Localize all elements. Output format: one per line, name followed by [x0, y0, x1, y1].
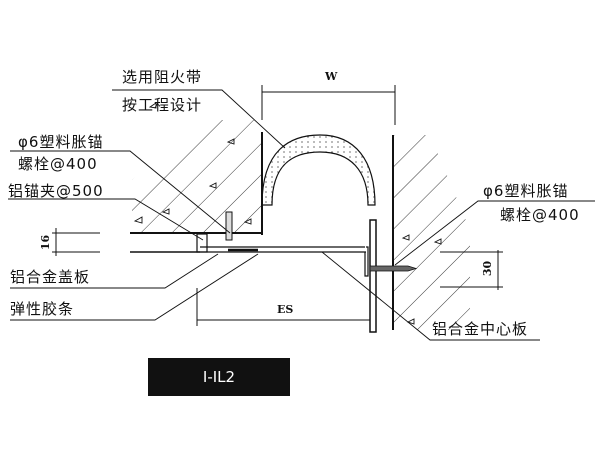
leader-cover-plate [10, 253, 219, 289]
leader-fire-belt [112, 89, 286, 149]
anchor-right-label-1: φ6塑料胀锚 [483, 182, 569, 200]
cover-plate-label: 铝合金盖板 [10, 268, 91, 286]
left-anchor-bolt [225, 211, 233, 241]
drawing-code-label: I-IL2 [148, 358, 290, 396]
center-plate [369, 219, 377, 333]
leader-center-plate [321, 251, 540, 341]
rubber-strip-label: 弹性胶条 [10, 300, 75, 318]
aluminum-clip [196, 233, 208, 253]
dimension-w: W [325, 70, 338, 83]
left-concrete-hatch [132, 120, 262, 233]
dimension-16: 16 [39, 234, 53, 251]
dimension-es: ES [277, 303, 294, 316]
anchor-left-label-2: 螺栓@400 [18, 155, 98, 173]
center-plate-label: 铝合金中心板 [432, 320, 529, 338]
leader-rubber-strip [10, 253, 259, 321]
anchor-right-label-2: 螺栓@400 [500, 206, 580, 224]
fire-belt-label-1: 选用阻火带 [122, 68, 203, 86]
fire-belt [261, 134, 376, 206]
leader-clip [8, 198, 204, 241]
right-concrete-hatch [393, 135, 470, 330]
dimension-30: 30 [481, 260, 495, 277]
leader-anchor-right [394, 200, 595, 266]
right-anchor-bolt [369, 265, 418, 272]
leader-anchor-left [10, 150, 231, 234]
anchor-left-label-1: φ6塑料胀锚 [18, 133, 104, 151]
clip-label: 铝锚夹@500 [8, 182, 104, 200]
fire-belt-label-2: 按工程设计 [122, 96, 203, 114]
